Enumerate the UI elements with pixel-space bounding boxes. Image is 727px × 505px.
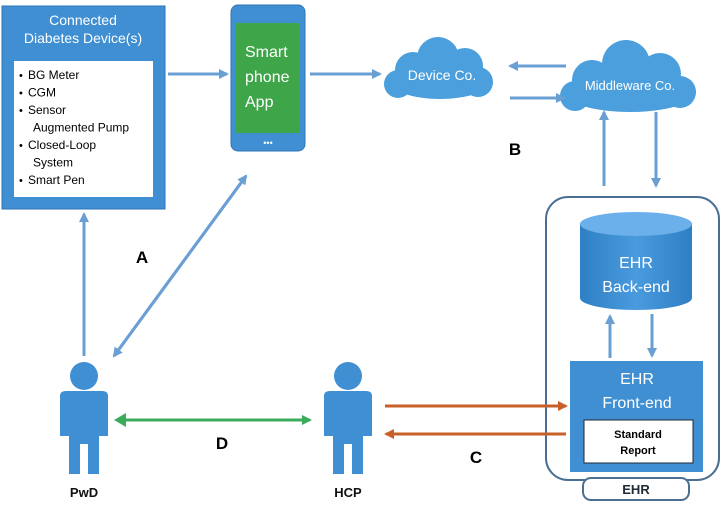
- phone-dots-icon: •••: [263, 138, 272, 148]
- middleware-co-cloud: Middleware Co.: [560, 40, 696, 112]
- edge-label-a: A: [136, 248, 148, 267]
- standard-report-box: [583, 419, 694, 464]
- smartphone: Smart phone App •••: [230, 4, 306, 152]
- phone-app-line3: App: [245, 94, 274, 111]
- device-list-panel: [14, 61, 153, 197]
- standard-report-line2: Report: [620, 445, 656, 457]
- ehr-container-tab: [582, 477, 690, 501]
- ehr-frontend-line1: EHR: [620, 371, 654, 388]
- hcp-label: HCP: [334, 485, 362, 500]
- phone-app-line1: Smart: [245, 44, 288, 61]
- bullet-icon: •: [19, 105, 23, 117]
- edge-label-d: D: [216, 434, 228, 453]
- phone-screen: [236, 23, 300, 133]
- ehr-container: EHR: [545, 196, 720, 501]
- device-list-item-line: Augmented Pump: [33, 121, 129, 135]
- device-co-cloud: Device Co.: [384, 37, 493, 99]
- device-box-title-line2: Diabetes Device(s): [24, 30, 142, 46]
- device-list-item-line: System: [33, 156, 73, 170]
- device-box-title-line1: Connected: [49, 12, 117, 28]
- device-list-item-line: Sensor: [28, 103, 66, 117]
- bullet-icon: •: [19, 88, 23, 100]
- ehr-container-label: EHR: [622, 482, 650, 497]
- device-list-item-line: Closed-Loop: [28, 138, 96, 152]
- ehr-frontend: EHR Front-end Standard Report: [570, 361, 703, 472]
- green-arrowhead-left: [114, 413, 126, 427]
- standard-report-line1: Standard: [614, 429, 662, 441]
- ehr-backend-line1: EHR: [619, 255, 653, 272]
- bullet-icon: •: [19, 70, 23, 82]
- ehr-backend-database: EHR Back-end: [580, 212, 692, 310]
- bullet-icon: •: [19, 175, 23, 187]
- edge-label-c: C: [470, 448, 482, 467]
- ehr-backend-line2: Back-end: [602, 279, 670, 296]
- device-list-item-line: CGM: [28, 86, 56, 100]
- pwd-person-icon: [60, 362, 108, 474]
- pwd-label: PwD: [70, 485, 98, 500]
- ehr-frontend-line2: Front-end: [602, 395, 671, 412]
- device-list-item-line: Smart Pen: [28, 173, 85, 187]
- bullet-icon: •: [19, 140, 23, 152]
- hcp-person-icon: [324, 362, 372, 474]
- device-co-label: Device Co.: [408, 67, 476, 83]
- arrow-phone-to-pwd: [112, 175, 248, 358]
- connected-device-box: Connected Diabetes Device(s) • BG Meter • C…: [1, 5, 166, 210]
- phone-app-line2: phone: [245, 69, 290, 86]
- middleware-co-label: Middleware Co.: [585, 78, 675, 93]
- device-list-item-line: BG Meter: [28, 68, 79, 82]
- edge-label-b: B: [509, 140, 521, 159]
